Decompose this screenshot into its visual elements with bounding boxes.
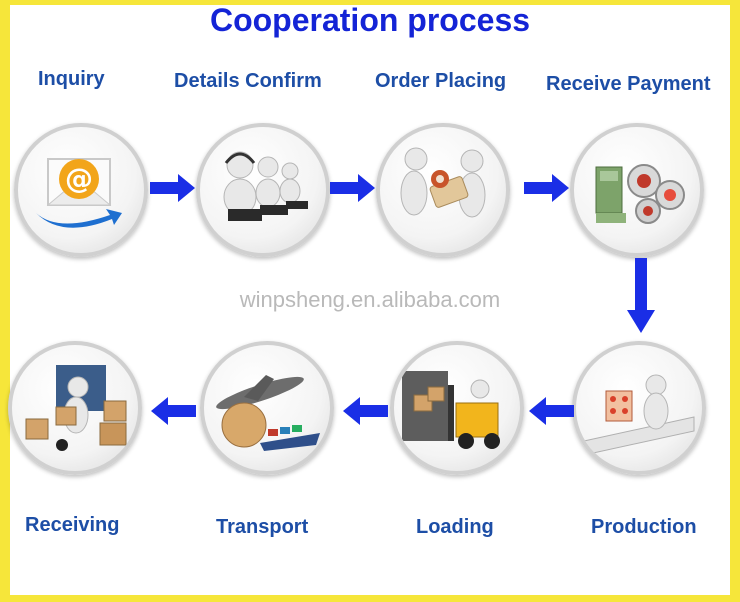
forklift-icon [390,341,524,475]
money-gears-icon [570,123,704,257]
step-label-loading: Loading [416,516,494,538]
handshake-order-icon [376,123,510,257]
arrow-left-icon [343,397,388,425]
step-label-transport: Transport [216,516,309,538]
arrow-right-icon [150,174,195,202]
step-label-details-confirm: Details Confirm [174,70,322,92]
step-label-inquiry: Inquiry [38,68,105,90]
arrow-right-icon [330,174,375,202]
step-label-production: Production [591,516,697,538]
diagram-title: Cooperation process [209,2,531,38]
svg-text:@: @ [65,162,93,195]
call-center-icon [196,123,330,257]
step-label-receive-payment: Receive Payment [546,73,711,95]
diagram-canvas [10,5,730,595]
hand-truck-icon [8,341,142,475]
arrow-down-icon [627,258,655,333]
arrow-right-icon [524,174,569,202]
step-label-receiving: Receiving [25,514,120,536]
production-line-icon [572,341,706,475]
step-label-order-placing: Order Placing [375,70,507,92]
plane-ship-icon [200,341,334,475]
watermark: winpsheng.en.alibaba.com [239,287,501,312]
arrow-left-icon [151,397,196,425]
email-at-icon: @ [14,123,148,257]
arrow-left-icon [529,397,574,425]
